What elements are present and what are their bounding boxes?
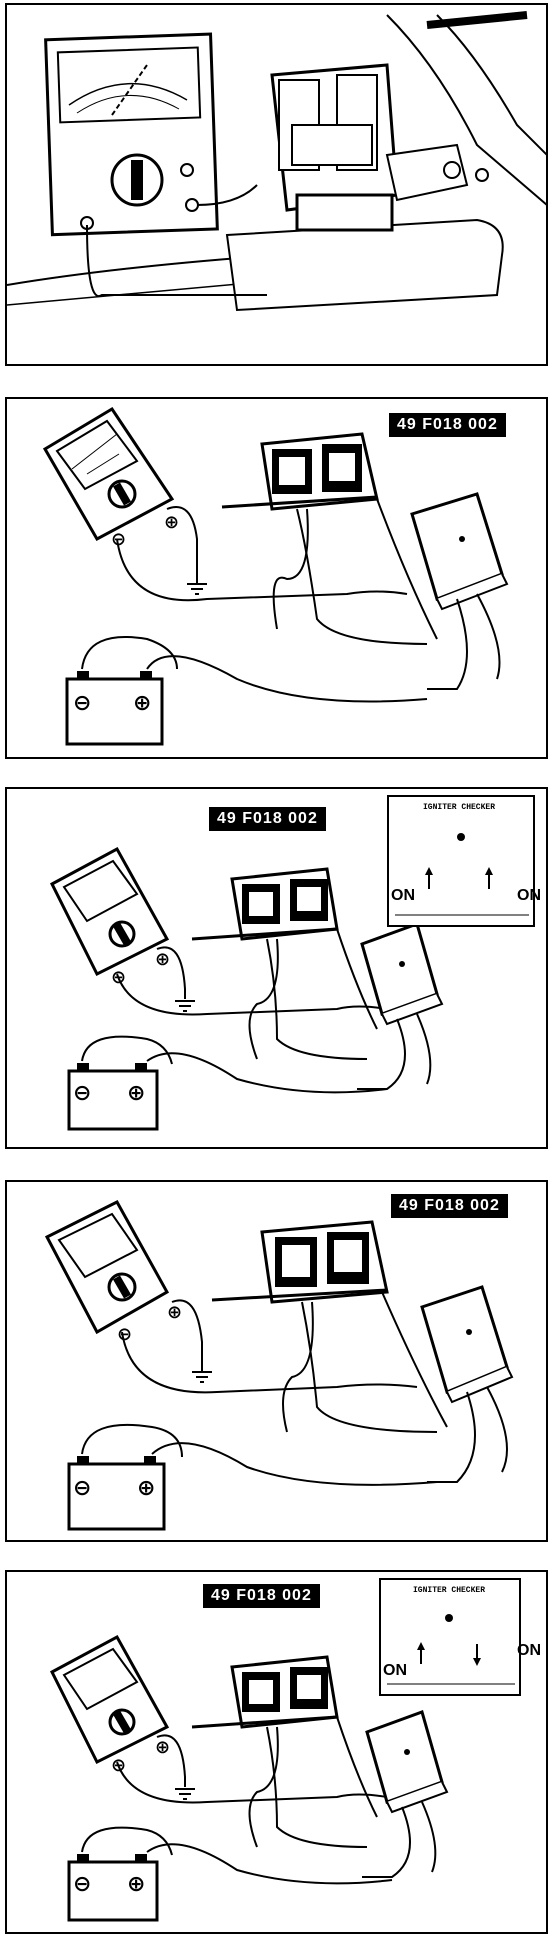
battery-minus-icon: ⊖ bbox=[73, 1081, 92, 1106]
battery-plus-icon: ⊕ bbox=[133, 691, 152, 716]
plus-terminal-icon: ⊕ bbox=[155, 949, 171, 970]
inset-title: IGNITER CHECKER bbox=[412, 1586, 485, 1595]
battery-minus-icon: ⊖ bbox=[73, 691, 92, 716]
battery bbox=[67, 1854, 159, 1922]
tool-part-number: 49 F018 002 bbox=[391, 1194, 508, 1218]
battery bbox=[67, 1456, 166, 1531]
checker-switches-icon bbox=[395, 833, 529, 916]
igniter-checker bbox=[365, 1710, 449, 1814]
diagram-panel-2: 49 F018 002 ⊖ ⊕ ⊖ ⊕ bbox=[5, 397, 548, 759]
igniter-checker bbox=[410, 492, 509, 611]
battery-plus-icon: ⊕ bbox=[137, 1476, 156, 1501]
tool-part-number: 49 F018 002 bbox=[209, 807, 326, 831]
multimeter bbox=[50, 846, 170, 977]
minus-terminal-icon: ⊖ bbox=[111, 529, 127, 550]
multimeter bbox=[50, 1634, 170, 1765]
diagram-panel-1 bbox=[5, 3, 548, 366]
diagram-panel-5: 49 F018 002 ⊖ ⊕ ⊖ ⊕ IGNITER CHECKER ON O… bbox=[5, 1570, 548, 1934]
minus-terminal-icon: ⊖ bbox=[111, 1755, 127, 1776]
diagram-panel-3: 49 F018 002 ⊖ ⊕ ⊖ ⊕ IGNITER CHECKER ON O… bbox=[5, 787, 548, 1149]
battery-minus-icon: ⊖ bbox=[73, 1476, 92, 1501]
igniter-checker bbox=[420, 1285, 514, 1404]
igniter-checker bbox=[360, 922, 444, 1026]
igniter-unit bbox=[221, 432, 379, 511]
minus-terminal-icon: ⊖ bbox=[111, 967, 127, 988]
diagram-panel-4: 49 F018 002 ⊖ ⊕ ⊖ ⊕ bbox=[5, 1180, 548, 1542]
multimeter bbox=[44, 1200, 170, 1335]
tool-part-number: 49 F018 002 bbox=[389, 413, 506, 437]
igniter-unit bbox=[191, 867, 339, 941]
igniter-unit bbox=[270, 63, 489, 232]
test-setup-illustration bbox=[44, 1200, 514, 1531]
tester-igniter-illustration bbox=[7, 11, 546, 312]
test-setup-illustration bbox=[50, 846, 444, 1131]
left-switch-on-label: ON bbox=[391, 887, 415, 904]
test-setup-illustration bbox=[50, 1634, 449, 1922]
test-setup-illustration bbox=[42, 406, 509, 746]
battery-plus-icon: ⊕ bbox=[127, 1872, 146, 1897]
right-switch-on-label: ON bbox=[517, 1642, 541, 1659]
igniter-unit bbox=[211, 1220, 389, 1304]
battery-plus-icon: ⊕ bbox=[127, 1081, 146, 1106]
multimeter bbox=[44, 32, 219, 237]
minus-terminal-icon: ⊖ bbox=[117, 1324, 133, 1345]
multimeter bbox=[42, 406, 175, 542]
left-switch-on-label: ON bbox=[383, 1662, 407, 1679]
right-switch-on-label: ON bbox=[517, 887, 541, 904]
igniter-unit bbox=[191, 1655, 339, 1729]
plus-terminal-icon: ⊕ bbox=[164, 512, 180, 533]
igniter-checker-inset: IGNITER CHECKER bbox=[387, 795, 535, 927]
inset-title: IGNITER CHECKER bbox=[422, 803, 495, 812]
igniter-checker-inset: IGNITER CHECKER bbox=[379, 1578, 521, 1696]
plus-terminal-icon: ⊕ bbox=[155, 1737, 171, 1758]
battery bbox=[67, 1063, 159, 1131]
battery-minus-icon: ⊖ bbox=[73, 1872, 92, 1897]
tool-part-number: 49 F018 002 bbox=[203, 1584, 320, 1608]
battery bbox=[65, 671, 164, 746]
checker-switches-icon bbox=[387, 1614, 515, 1685]
plus-terminal-icon: ⊕ bbox=[167, 1302, 183, 1323]
